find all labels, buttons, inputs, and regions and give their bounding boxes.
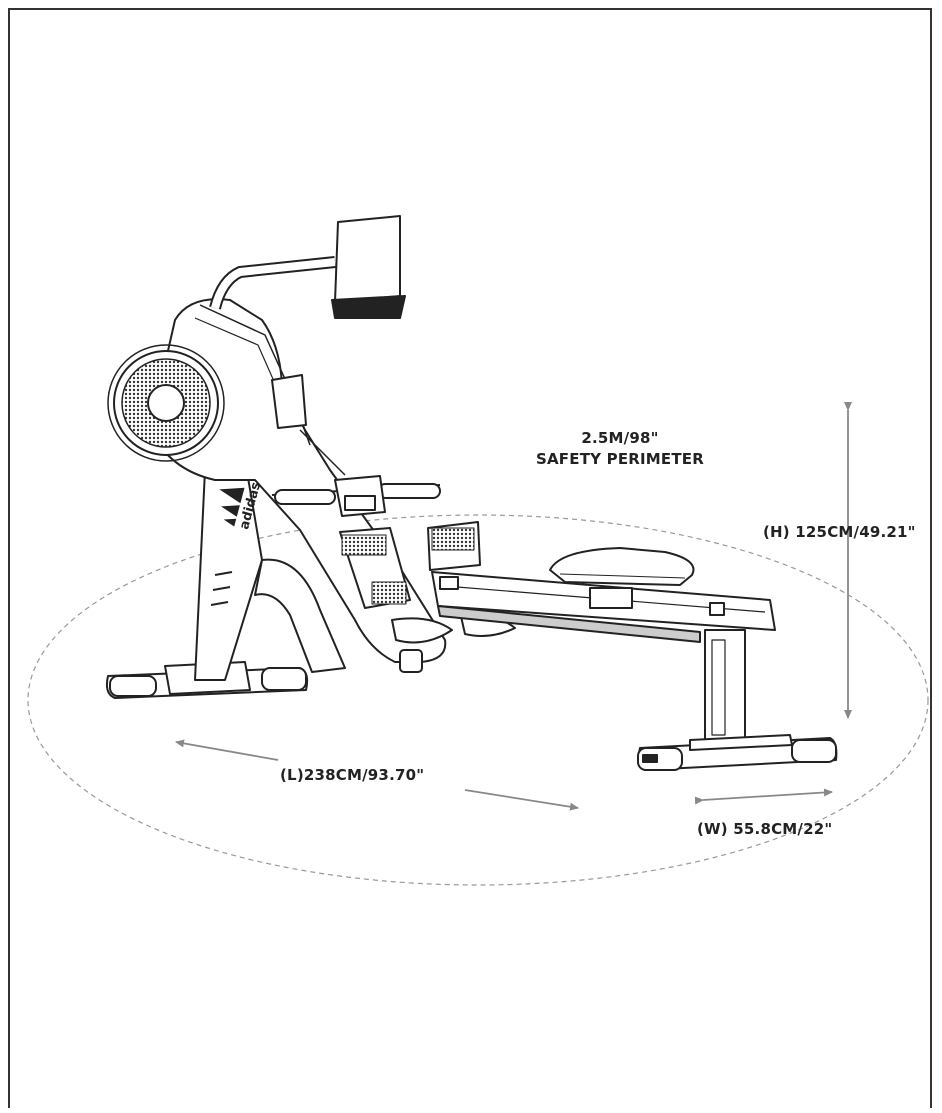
length-dimension-arrow-left-icon — [175, 739, 279, 761]
length-dimension-label: (L)238CM/93.70" — [280, 766, 425, 784]
safety-perimeter-value: 2.5M/98" — [581, 429, 659, 447]
length-dimension-arrow-right-icon — [464, 789, 579, 811]
safety-perimeter-caption: SAFETY PERIMETER — [536, 450, 704, 468]
rowing-machine-icon — [105, 215, 838, 771]
safety-perimeter-ellipse — [27, 514, 929, 886]
diagram-frame — [8, 8, 932, 1108]
height-dimension-label: (H) 125CM/49.21" — [763, 523, 916, 541]
safety-perimeter-label: 2.5M/98" SAFETY PERIMETER — [510, 428, 730, 470]
width-dimension-label: (W) 55.8CM/22" — [697, 820, 833, 838]
width-dimension-arrow-icon — [694, 788, 833, 805]
